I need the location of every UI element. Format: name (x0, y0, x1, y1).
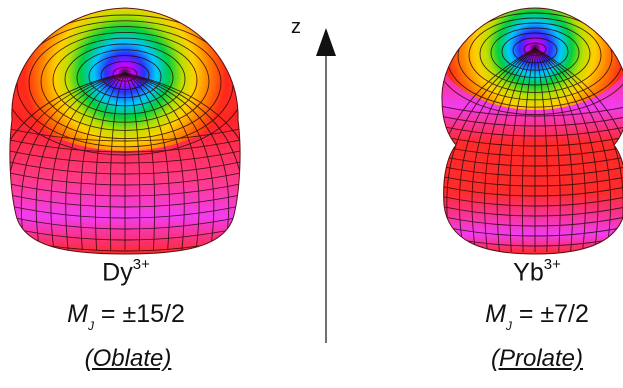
ion-charge: 3+ (543, 256, 561, 273)
z-axis (316, 28, 336, 343)
mesh-line (509, 47, 536, 253)
mesh-line (124, 72, 170, 251)
mesh-line (484, 47, 536, 253)
mesh-line (20, 72, 126, 251)
mesh-line (534, 47, 549, 253)
mesh-line (124, 72, 241, 251)
mesh-line (35, 72, 126, 251)
mesh-line (124, 72, 156, 251)
z-axis-label: z (291, 16, 301, 38)
ion-name: Dy (102, 258, 133, 287)
mesh-line (458, 47, 536, 253)
prolate-charge-density-yb (441, 7, 623, 255)
shape-label-dy: (Oblate) (84, 345, 172, 372)
mj-subscript: J (87, 319, 94, 333)
mj-value: = ±7/2 (518, 300, 589, 328)
mesh-line (109, 72, 126, 251)
mesh-line (124, 72, 200, 251)
mesh-line (471, 47, 536, 253)
mesh-line (534, 47, 574, 253)
mesh-line (124, 72, 241, 251)
mesh-line (80, 72, 126, 251)
z-axis-arrowhead (316, 28, 336, 56)
shape-label-yb: (Prolate) (490, 345, 584, 372)
mesh-line (9, 72, 126, 251)
mesh-line (124, 72, 215, 251)
mesh-line (50, 72, 126, 251)
ion-label-dy: Dy3+ (102, 256, 150, 287)
mj-subscript: J (505, 319, 512, 333)
mesh-line (9, 72, 126, 251)
mj-value: = ±15/2 (100, 300, 185, 328)
mesh-line (534, 47, 599, 253)
mesh-line (124, 72, 185, 251)
ion-label-yb: Yb3+ (513, 256, 561, 287)
mj-symbol: M (67, 300, 88, 328)
mesh-line (65, 72, 126, 251)
mj-label-dy: MJ = ±15/2 (67, 300, 185, 333)
mesh-line (496, 47, 536, 253)
mesh-line (521, 47, 536, 253)
mesh-line (124, 72, 141, 251)
mesh-line (94, 72, 126, 251)
mesh-line (534, 47, 561, 253)
mj-symbol: M (485, 300, 506, 328)
mesh-line (534, 47, 586, 253)
mj-label-yb: MJ = ±7/2 (485, 300, 589, 333)
oblate-charge-density-dy (9, 7, 241, 255)
mesh-line (534, 47, 612, 253)
ion-charge: 3+ (132, 256, 150, 273)
ion-name: Yb (513, 258, 544, 287)
mesh-line (124, 72, 230, 251)
